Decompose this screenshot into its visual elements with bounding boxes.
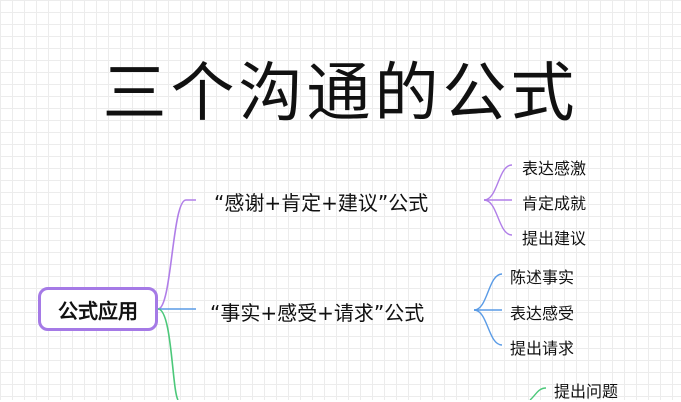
- branch-node-fact-feeling-request-formula: “事实+感受+请求”公式: [210, 301, 425, 325]
- connector-branch1-leaf1: [483, 164, 513, 201]
- connector-branch1-leaf3: [483, 199, 513, 236]
- page-title: 三个沟通的公式: [102, 57, 579, 131]
- connector-branch3-leaf1: [529, 387, 547, 400]
- leaf-node: 陈述事实: [510, 268, 575, 287]
- leaf-node: 提出建议: [522, 229, 587, 248]
- branch-node-gratitude-formula: “感谢+肯定+建议”公式: [214, 191, 429, 215]
- leaf-node: 提出请求: [510, 339, 575, 358]
- connector-branch2-leaf1: [473, 273, 503, 311]
- connector-root-branch3: [157, 308, 179, 400]
- leaf-node: 肯定成就: [522, 194, 587, 213]
- leaf-node: 表达感受: [510, 304, 575, 323]
- leaf-node: 表达感激: [522, 159, 587, 178]
- leaf-node: 提出问题: [554, 382, 619, 401]
- connector-root-branch1: [157, 199, 196, 310]
- connector-branch2-leaf3: [473, 309, 503, 346]
- root-node-label: 公式应用: [58, 298, 138, 323]
- root-node: 公式应用: [38, 287, 158, 331]
